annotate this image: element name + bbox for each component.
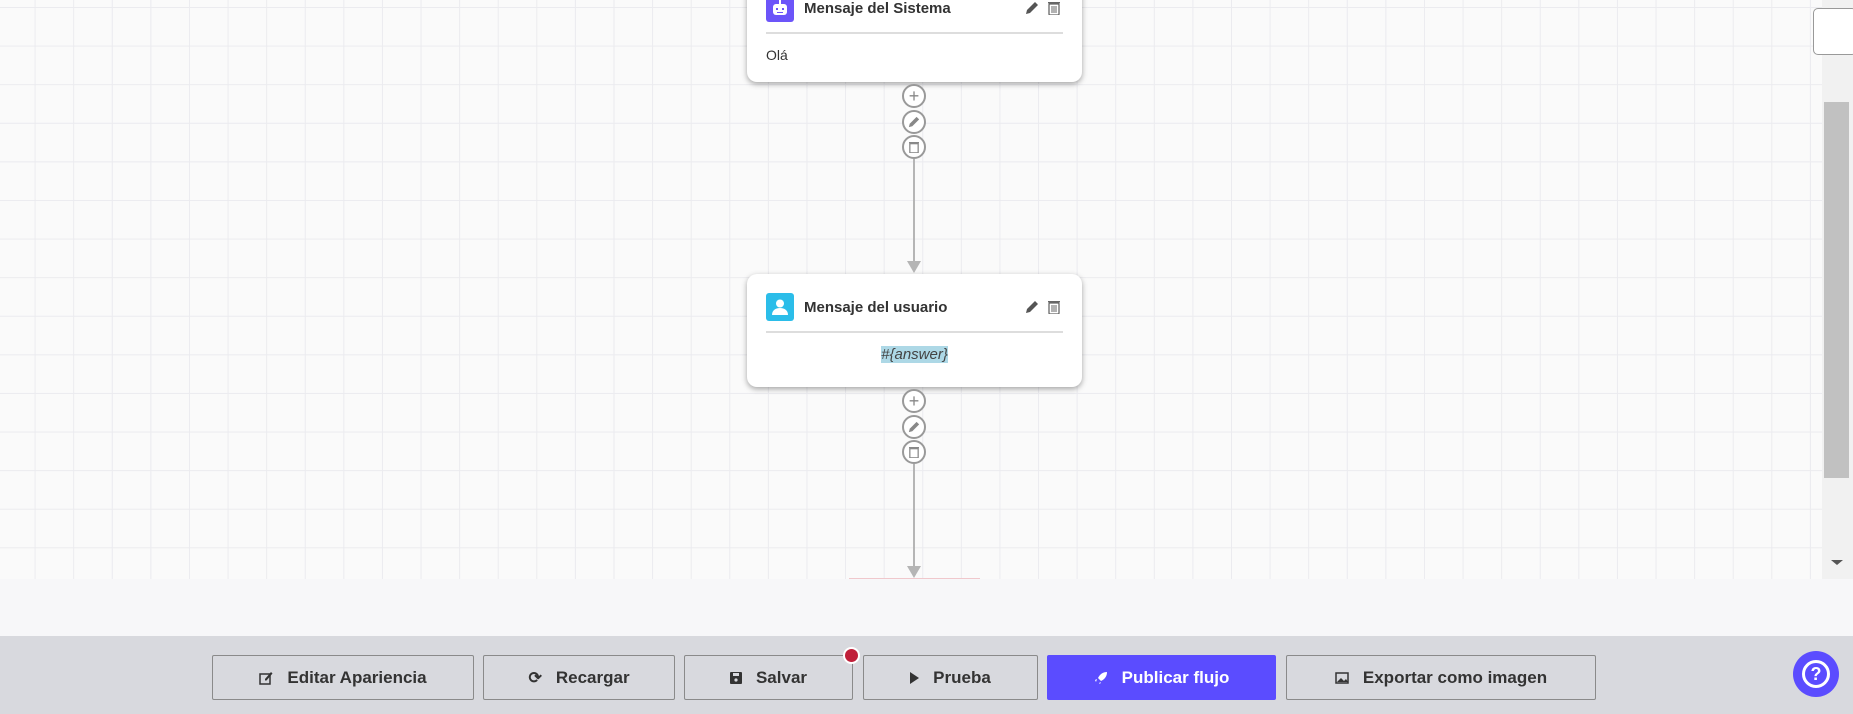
- add-node-button[interactable]: +: [902, 389, 926, 413]
- trash-icon: [909, 447, 919, 458]
- edit-connection-button[interactable]: [902, 415, 926, 439]
- connector-arrow: [907, 261, 921, 273]
- vertical-scrollbar[interactable]: [1822, 0, 1853, 579]
- node-divider: [766, 32, 1063, 34]
- user-message-node[interactable]: Mensaje del usuario #{answer}: [747, 274, 1082, 387]
- unsaved-changes-dot: [843, 647, 860, 664]
- connector-arrow: [907, 566, 921, 578]
- user-icon: [766, 293, 794, 321]
- minimap-panel[interactable]: [1813, 8, 1853, 55]
- system-message-node[interactable]: Mensaje del Sistema Olá: [747, 0, 1082, 82]
- save-label: Salvar: [755, 667, 808, 687]
- scrollbar-thumb[interactable]: [1824, 102, 1849, 478]
- edit-appearance-button[interactable]: Editar Apariencia: [212, 655, 474, 700]
- node-divider: [766, 331, 1063, 333]
- delete-connection-button[interactable]: [902, 135, 926, 159]
- publish-flow-label: Publicar flujo: [1121, 667, 1230, 687]
- floppy-disk-icon: [729, 671, 742, 684]
- pencil-icon: [908, 421, 920, 433]
- trash-icon: [909, 142, 919, 153]
- node-title: Mensaje del Sistema: [804, 0, 951, 17]
- help-button[interactable]: ?: [1793, 651, 1839, 697]
- test-label: Prueba: [933, 667, 991, 687]
- plus-icon: +: [908, 86, 920, 106]
- add-node-button[interactable]: +: [902, 84, 926, 108]
- pencil-icon: [908, 116, 920, 128]
- publish-flow-button[interactable]: Publicar flujo: [1047, 655, 1276, 700]
- edit-icon: [259, 671, 273, 685]
- node-content: Olá: [766, 47, 788, 63]
- image-icon: [1335, 671, 1349, 684]
- save-button[interactable]: Salvar: [684, 655, 853, 700]
- next-node-edge: [849, 578, 980, 579]
- test-button[interactable]: Prueba: [863, 655, 1038, 700]
- play-icon: [910, 671, 920, 684]
- variable-answer: #{answer}: [881, 346, 948, 363]
- export-image-label: Exportar como imagen: [1362, 667, 1548, 687]
- connector-line: [913, 159, 915, 263]
- edit-appearance-label: Editar Apariencia: [287, 667, 427, 687]
- export-image-button[interactable]: Exportar como imagen: [1286, 655, 1596, 700]
- refresh-icon: ⟳: [528, 669, 542, 687]
- trash-icon[interactable]: [1045, 0, 1063, 17]
- trash-icon[interactable]: [1045, 298, 1063, 316]
- flow-canvas[interactable]: Mensaje del Sistema Olá + Mensaje del us…: [0, 0, 1822, 579]
- pencil-icon[interactable]: [1023, 298, 1041, 316]
- reload-button[interactable]: ⟳ Recargar: [483, 655, 675, 700]
- delete-connection-button[interactable]: [902, 440, 926, 464]
- reload-label: Recargar: [555, 667, 630, 687]
- connector-line: [913, 464, 915, 568]
- rocket-icon: [1094, 671, 1107, 684]
- plus-icon: +: [908, 391, 920, 411]
- pencil-icon[interactable]: [1023, 0, 1041, 17]
- question-icon: ?: [1802, 660, 1830, 688]
- edit-connection-button[interactable]: [902, 110, 926, 134]
- robot-icon: [766, 0, 794, 22]
- node-title: Mensaje del usuario: [804, 298, 948, 316]
- scroll-down-arrow[interactable]: [1831, 560, 1843, 565]
